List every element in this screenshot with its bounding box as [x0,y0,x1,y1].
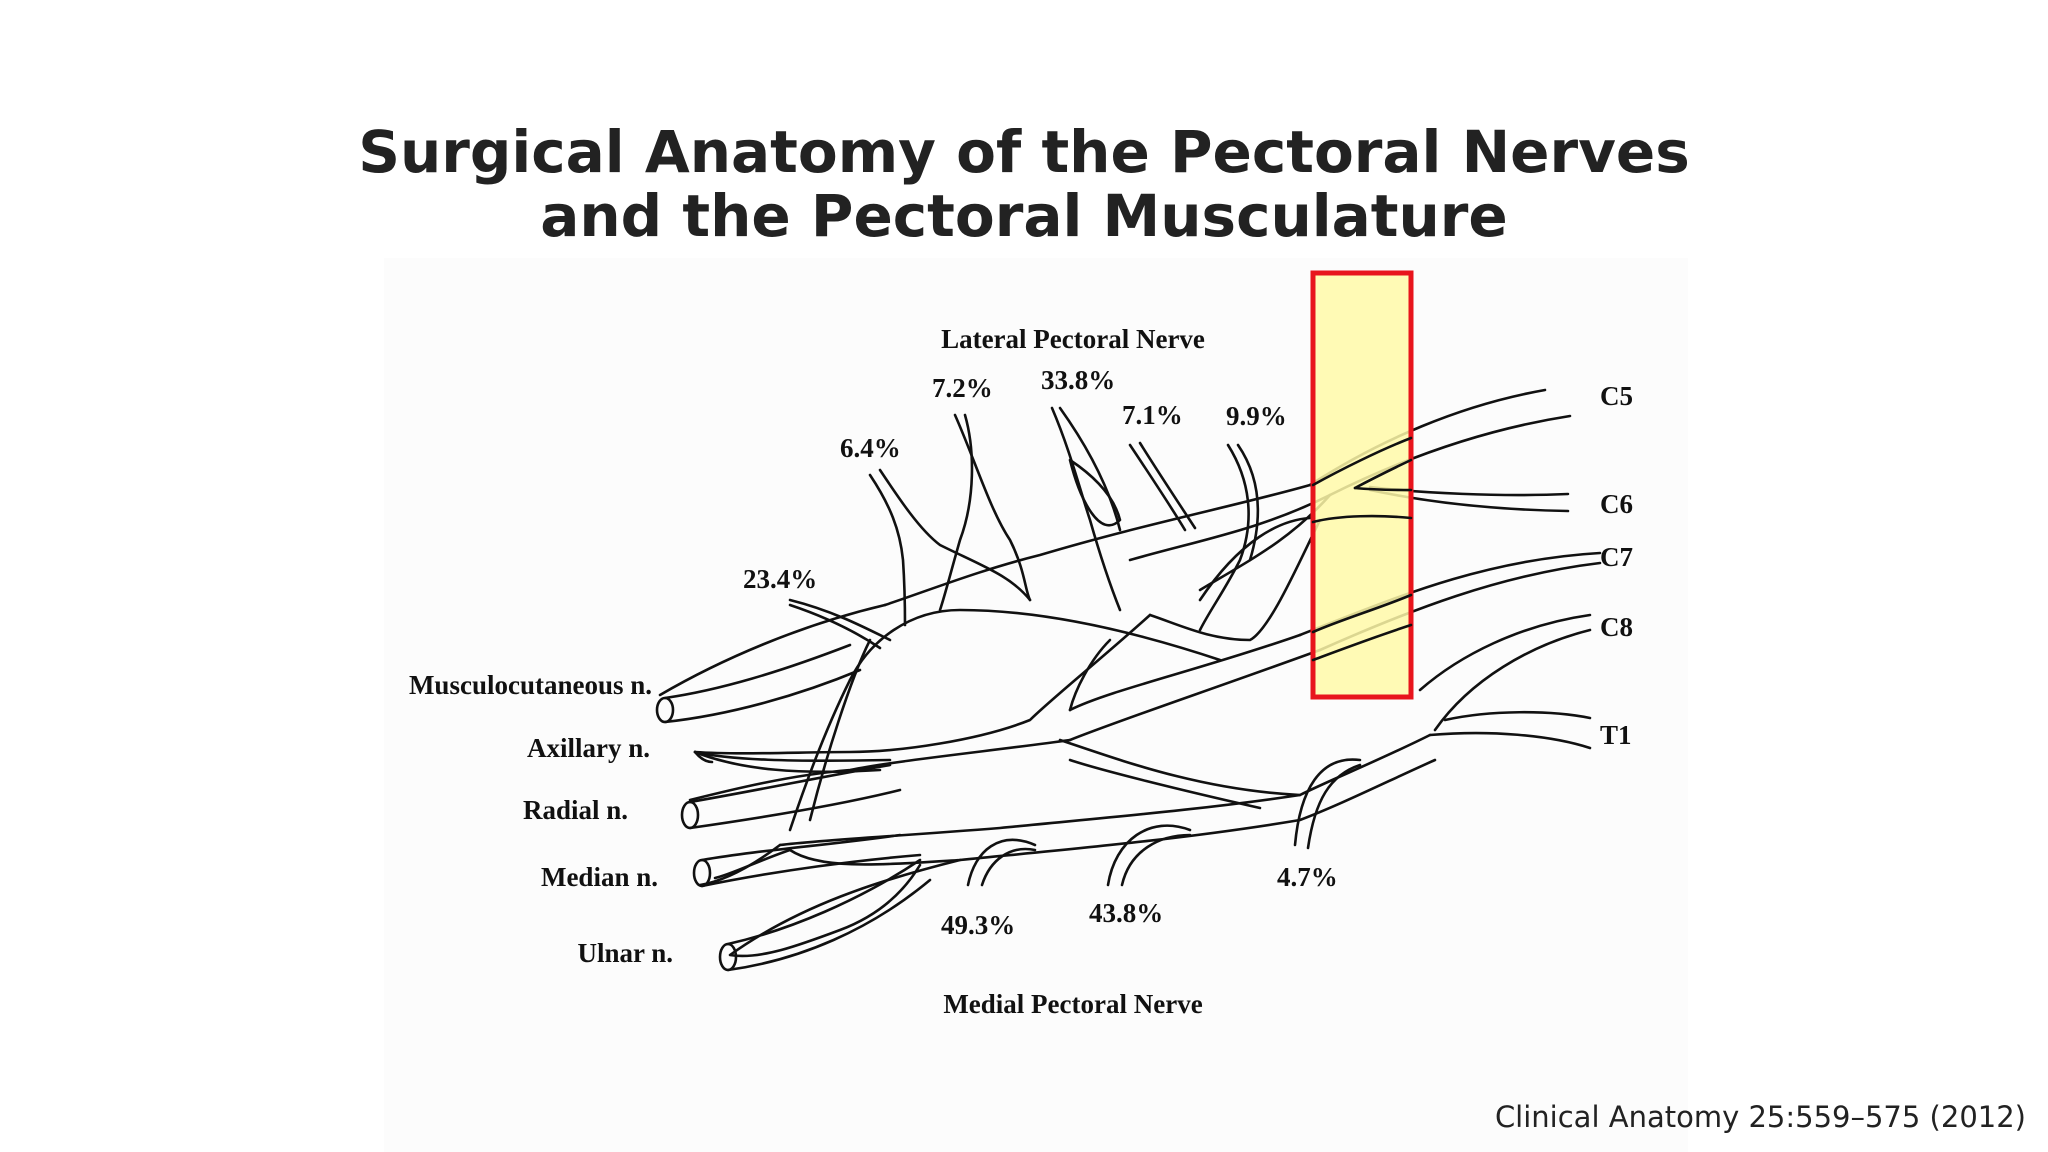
percent-label: 33.8% [1041,365,1115,395]
slide-title-line-1: Surgical Anatomy of the Pectoral Nerves [358,118,1690,186]
root-label-c6: C6 [1600,489,1633,519]
medial-pectoral-nerve-label: Medial Pectoral Nerve [943,989,1202,1019]
terminal-nerve-stumps [655,643,932,972]
percent-label: 4.7% [1277,862,1338,892]
percent-label: 9.9% [1226,401,1287,431]
lateral-pectoral-branches [788,406,1260,650]
citation: Clinical Anatomy 25:559–575 (2012) [1494,1100,2026,1134]
radial-label: Radial n. [523,795,628,825]
percent-label: 6.4% [840,433,901,463]
root-label-t1: T1 [1600,720,1632,750]
medial-pectoral-branches [966,758,1362,887]
slide-title-line-2: and the Pectoral Musculature [540,182,1508,250]
root-label-c8: C8 [1600,612,1633,642]
posterior-cord [688,613,1152,832]
percent-label: 7.2% [932,373,993,403]
percent-label: 23.4% [743,564,817,594]
percent-label: 43.8% [1089,898,1163,928]
ulnar-label: Ulnar n. [577,938,673,968]
musculocutaneous-label: Musculocutaneous n. [409,670,652,700]
nerves-through-highlight [1311,436,1413,662]
percent-label: 49.3% [941,910,1015,940]
axillary-label: Axillary n. [527,733,650,763]
median-label: Median n. [541,862,658,892]
lateral-cord [658,483,1332,742]
lateral-pectoral-nerve-label: Lateral Pectoral Nerve [941,324,1205,354]
root-label-c5: C5 [1600,381,1633,411]
root-label-c7: C7 [1600,542,1633,572]
percent-label: 7.1% [1122,400,1183,430]
